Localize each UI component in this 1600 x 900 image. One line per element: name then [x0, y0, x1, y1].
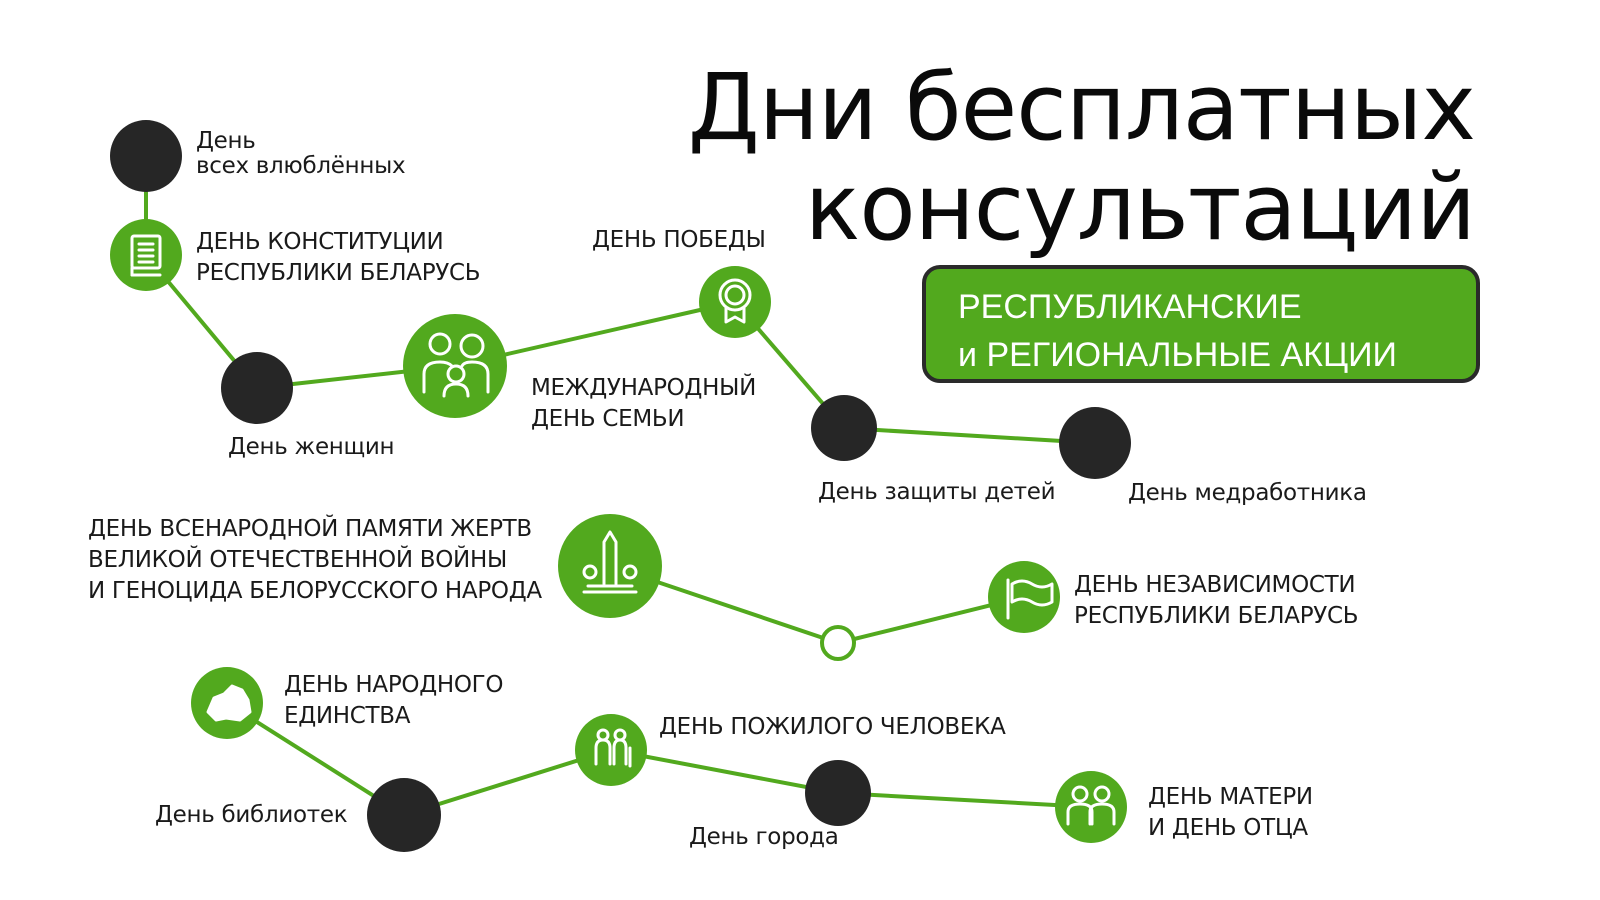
label-line: ДЕНЬ КОНСТИТУЦИИ	[196, 229, 444, 255]
node-children-day	[811, 395, 877, 461]
parents-icon	[1066, 785, 1116, 826]
connector	[843, 426, 1096, 445]
node-victory-day	[699, 266, 771, 338]
family-icon	[422, 332, 490, 398]
node-independence	[988, 561, 1060, 633]
node-empty	[820, 625, 856, 661]
title-line-2: консультаций	[804, 154, 1476, 261]
label-line: ДЕНЬ ВСЕНАРОДНОЙ ПАМЯТИ ЖЕРТВ	[88, 516, 532, 542]
medal-star-icon	[718, 278, 752, 324]
label-parents-day: ДЕНЬ МАТЕРИ И ДЕНЬ ОТЦА	[1148, 782, 1313, 844]
label-constitution: ДЕНЬ КОНСТИТУЦИИ РЕСПУБЛИКИ БЕЛАРУСЬ	[196, 227, 481, 289]
label-victory-day: ДЕНЬ ПОБЕДЫ	[592, 227, 766, 253]
label-elderly-day: ДЕНЬ ПОЖИЛОГО ЧЕЛОВЕКА	[659, 714, 1006, 740]
elderly-couple-icon	[594, 728, 632, 768]
label-unity-day: ДЕНЬ НАРОДНОГО ЕДИНСТВА	[284, 670, 503, 732]
node-library-day	[367, 778, 441, 852]
node-womens-day	[221, 352, 293, 424]
node-medic-day	[1059, 407, 1131, 479]
belarus-map-icon	[206, 684, 252, 722]
label-line: ДЕНЬ НАРОДНОГО	[284, 672, 504, 698]
connector	[837, 791, 1092, 809]
label-library-day: День библиотек	[155, 802, 348, 828]
label-independence: ДЕНЬ НЕЗАВИСИМОСТИ РЕСПУБЛИКИ БЕЛАРУСЬ	[1074, 570, 1359, 632]
label-line: И ДЕНЬ ОТЦА	[1148, 815, 1308, 841]
label-line: РЕСПУБЛИКИ БЕЛАРУСЬ	[1074, 603, 1359, 629]
label-city-day: День города	[689, 824, 839, 850]
title-line-1: Дни бесплатных	[687, 54, 1476, 161]
label-line: ЕДИНСТВА	[284, 703, 411, 729]
book-icon	[130, 234, 162, 277]
node-memory-day	[558, 514, 662, 618]
label-line: всех влюблённых	[196, 153, 406, 179]
flag-icon	[1006, 578, 1054, 620]
badge-line-2: и РЕГИОНАЛЬНЫЕ АКЦИИ	[958, 336, 1397, 374]
label-womens-day: День женщин	[228, 434, 395, 460]
label-line: И ГЕНОЦИДА БЕЛОРУССКОГО НАРОДА	[88, 578, 542, 604]
label-line: ДЕНЬ НЕЗАВИСИМОСТИ	[1074, 572, 1356, 598]
badge-line-1: РЕСПУБЛИКАНСКИЕ	[958, 288, 1302, 326]
label-medic-day: День медработника	[1128, 480, 1367, 506]
node-valentines	[110, 120, 182, 192]
label-family-day: МЕЖДУНАРОДНЫЙ ДЕНЬ СЕМЬИ	[531, 373, 756, 435]
label-memory-day: ДЕНЬ ВСЕНАРОДНОЙ ПАМЯТИ ЖЕРТВ ВЕЛИКОЙ ОТ…	[88, 514, 542, 607]
label-line: ДЕНЬ МАТЕРИ	[1148, 784, 1313, 810]
label-line: ВЕЛИКОЙ ОТЕЧЕСТВЕННОЙ ВОЙНЫ	[88, 547, 507, 573]
label-line: ДЕНЬ СЕМЬИ	[531, 406, 685, 432]
label-valentines: День всех влюблённых	[196, 126, 406, 182]
legend-badge-republican-regional: РЕСПУБЛИКАНСКИЕ и РЕГИОНАЛЬНЫЕ АКЦИИ	[922, 265, 1480, 383]
connector	[610, 748, 839, 795]
label-line: РЕСПУБЛИКИ БЕЛАРУСЬ	[196, 260, 481, 286]
monument-icon	[582, 530, 638, 594]
label-line: МЕЖДУНАРОДНЫЙ	[531, 375, 756, 401]
node-city-day	[805, 760, 871, 826]
label-line: День	[196, 128, 256, 154]
label-children-day: День защиты детей	[818, 479, 1056, 505]
